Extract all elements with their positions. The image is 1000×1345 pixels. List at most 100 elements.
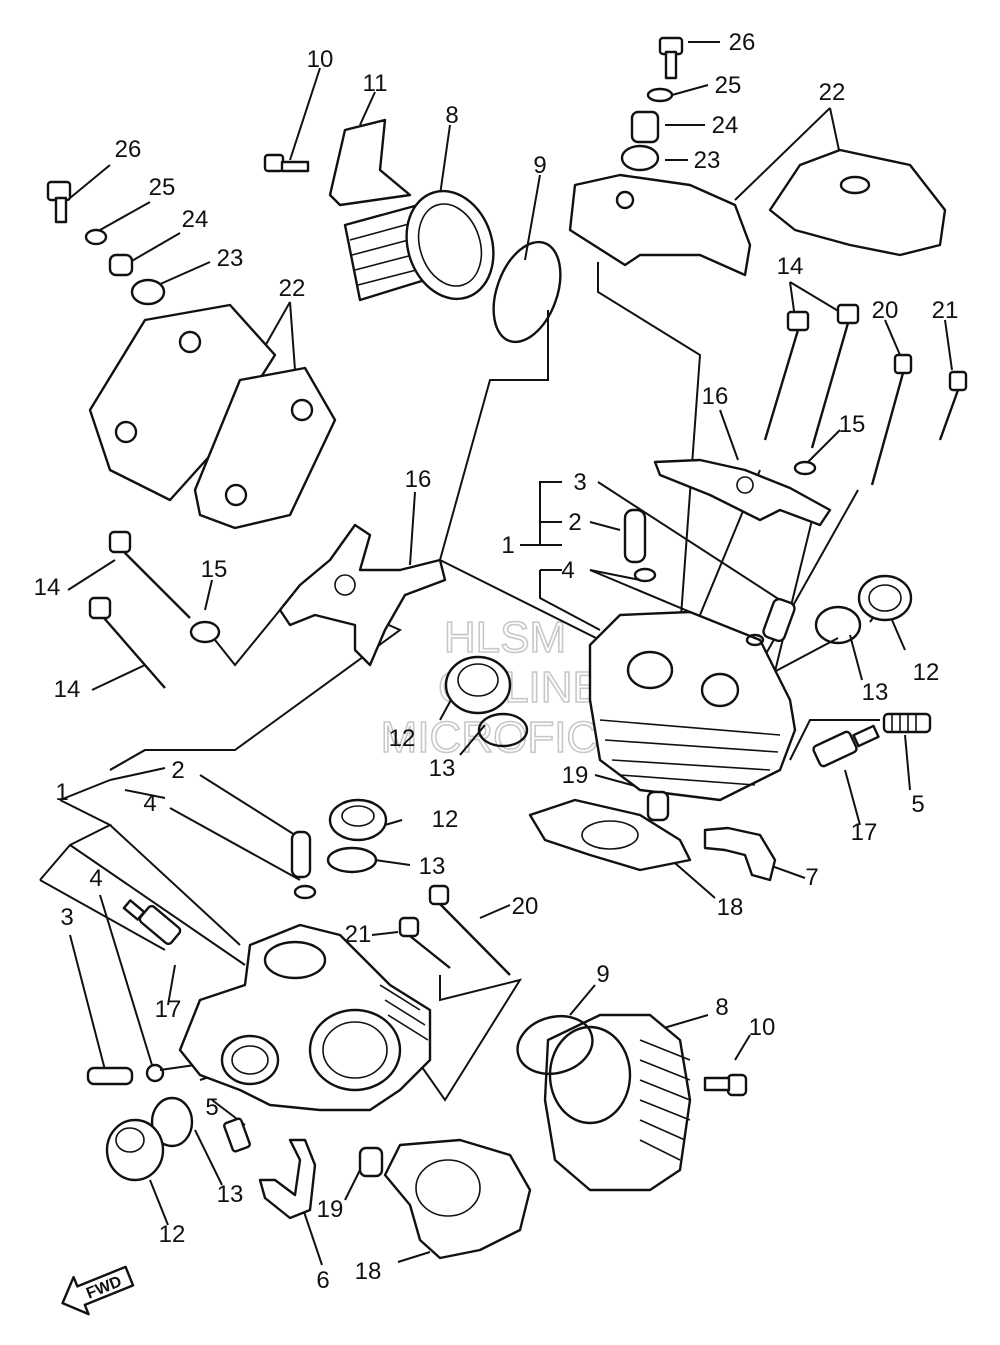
spark-plug-17-left (122, 899, 182, 946)
valve-3-left (86, 1066, 134, 1086)
callout-17-left: 17 (155, 996, 182, 1023)
washer-15-right (793, 460, 817, 476)
callout-16-right: 16 (702, 383, 729, 410)
callout-4-left-b: 4 (89, 865, 102, 892)
valve-guide-2-right (623, 508, 647, 564)
plug-12-left-lower (105, 1118, 165, 1182)
spark-plug-17-right (812, 724, 880, 768)
callout-3-left: 3 (60, 904, 73, 931)
circlip-4-right (633, 567, 657, 583)
callout-24-right: 24 (712, 112, 739, 139)
o-ring-13-right (814, 605, 862, 645)
head-cover-22-left (88, 303, 337, 530)
washer-25-right (646, 87, 674, 103)
bolt-21-left (398, 916, 451, 969)
bolt-10-bottom (703, 1073, 748, 1097)
head-cover-22-right (768, 148, 947, 257)
plug-12-left-upper (328, 798, 388, 842)
head-cover-22-center (568, 173, 752, 277)
valve-guide-2-left (290, 830, 312, 879)
bolt-26-right (658, 36, 684, 80)
callout-22: 22 (279, 275, 306, 302)
circlip-4-left (293, 884, 317, 900)
callout-26-right: 26 (729, 29, 756, 56)
callout-12-left-lower: 12 (159, 1221, 186, 1248)
stud-5-right (882, 712, 932, 734)
valve-3-right (762, 597, 796, 643)
callout-13-right: 13 (862, 679, 889, 706)
bolt-20-left (428, 884, 511, 976)
bolts-14-right (763, 303, 860, 449)
bolt-14-left-upper (108, 530, 191, 619)
bolt-20-right (870, 353, 913, 486)
callout-14-right: 14 (777, 253, 804, 280)
callout-9-bottom: 9 (596, 961, 609, 988)
callout-12-left-upper: 12 (432, 806, 459, 833)
o-ring-13-left-lower (150, 1096, 194, 1148)
bolt-10-top (263, 153, 310, 173)
dowel-19-left (358, 1146, 384, 1178)
grommet-23-right (620, 144, 660, 172)
dowel-19-right (646, 790, 670, 822)
bolt-14-left-lower (88, 596, 166, 689)
washer-25-left (84, 228, 108, 246)
callout-26: 26 (115, 136, 142, 163)
pipe-6 (258, 1138, 317, 1220)
callout-labels: 10 11 8 9 26 25 24 23 22 26 25 24 23 22 … (34, 29, 959, 1294)
cylinder-8-bottom (543, 1013, 692, 1192)
callout-10-bottom: 10 (749, 1014, 776, 1041)
callout-15-left: 15 (201, 556, 228, 583)
callout-11: 11 (363, 70, 388, 97)
callout-12-right: 12 (913, 659, 940, 686)
callout-21-right: 21 (932, 297, 959, 324)
callout-4-right: 4 (561, 557, 574, 584)
washer-15-left (189, 620, 221, 644)
callout-25-right: 25 (715, 72, 742, 99)
callout-18-left: 18 (355, 1258, 382, 1285)
gasket-18-left (383, 1138, 532, 1260)
callout-5-right: 5 (911, 791, 924, 818)
callout-8: 8 (445, 102, 458, 129)
callout-19-right: 19 (562, 762, 589, 789)
callout-12-center: 12 (389, 725, 416, 752)
callout-4-left: 4 (143, 790, 156, 817)
callout-2-right: 2 (568, 509, 581, 536)
o-ring-9-top (492, 240, 562, 344)
callout-3-right: 3 (573, 469, 586, 496)
collar-24-right (630, 110, 660, 144)
callout-14-left-lower: 14 (54, 676, 81, 703)
bolt-26-left (46, 180, 72, 224)
clamp-11 (328, 118, 412, 207)
callout-18-right: 18 (717, 894, 744, 921)
circlip-4b-right (745, 633, 765, 647)
o-ring-9-bottom (516, 1015, 594, 1075)
callout-1-left: 1 (55, 779, 68, 806)
cap-12-center (444, 655, 512, 715)
callout-25: 25 (149, 174, 176, 201)
callout-5-left: 5 (205, 1094, 218, 1121)
collar-24-left (108, 253, 134, 277)
o-ring-13-center (477, 712, 529, 748)
gasket-18-right (528, 798, 692, 872)
callout-2-left: 2 (171, 757, 184, 784)
callout-7: 7 (805, 864, 818, 891)
callout-23: 23 (217, 245, 244, 272)
pipe-7 (703, 826, 777, 882)
callout-9: 9 (533, 152, 546, 179)
cylinder-8-top (343, 189, 495, 302)
callout-13-left-upper: 13 (419, 853, 446, 880)
callout-22-right: 22 (819, 79, 846, 106)
callout-21-left: 21 (345, 921, 372, 948)
callout-17-right: 17 (851, 819, 878, 846)
callout-16-left: 16 (405, 466, 432, 493)
callout-24: 24 (182, 206, 209, 233)
callout-10: 10 (307, 46, 334, 73)
rocker-bracket-16-left (278, 523, 447, 667)
watermark-line1: HLSM (444, 613, 566, 662)
o-ring-13-left-upper (326, 846, 378, 874)
rocker-bracket-16-right (653, 458, 832, 527)
fwd-arrow: FWD (61, 1265, 135, 1316)
callout-1-right: 1 (501, 532, 514, 559)
callout-8-bottom: 8 (715, 994, 728, 1021)
bolt-21-right (938, 370, 968, 441)
